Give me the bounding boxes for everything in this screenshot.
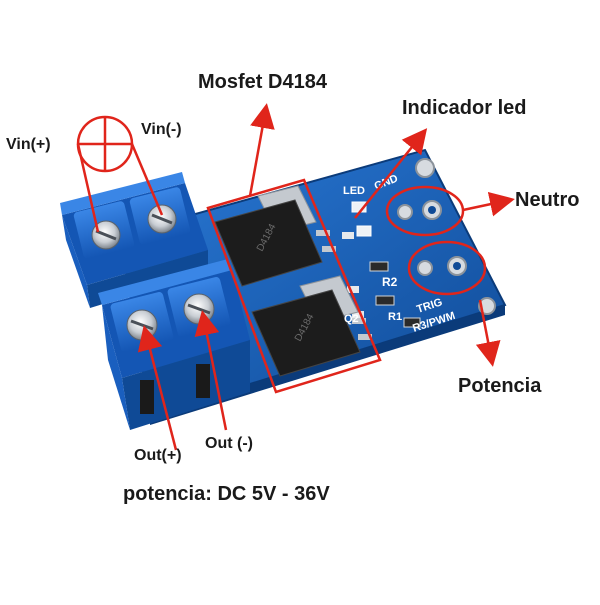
resistor-r1 — [375, 295, 395, 306]
label-out-minus: Out (-) — [205, 435, 253, 452]
arrow-out-plus — [137, 325, 178, 451]
mosfet-q1: D4184 — [214, 185, 336, 287]
label-vin-plus: Vin(+) — [6, 136, 51, 153]
silk-r2: R2 — [382, 275, 398, 289]
label-led: Indicador led — [402, 97, 527, 119]
power-symbol-icon — [76, 115, 134, 173]
label-neutro: Neutro — [515, 189, 580, 211]
arrow-out-minus — [194, 310, 228, 431]
arrow-potencia — [475, 299, 501, 367]
mosfet-q2: D4184 — [251, 275, 372, 377]
mosfet-highlight-box — [206, 178, 382, 394]
potencia-circle — [407, 240, 487, 296]
label-power-range: potencia: DC 5V - 36V — [123, 483, 330, 505]
neutro-circle — [385, 185, 465, 237]
label-potencia: Potencia — [458, 375, 542, 397]
arrow-vin-minus — [130, 143, 164, 216]
header-pad-2 — [397, 204, 413, 220]
silk-r1: R1 — [388, 311, 402, 323]
label-mosfet: Mosfet D4184 — [198, 71, 327, 93]
arrow-neutro — [462, 191, 515, 217]
silk-led: LED — [343, 185, 365, 197]
arrow-vin-plus — [76, 143, 100, 233]
label-vin-minus: Vin(-) — [141, 121, 182, 138]
arrow-led — [354, 128, 428, 219]
label-out-plus: Out(+) — [134, 447, 182, 464]
header-pad-4 — [417, 260, 433, 276]
silk-q2: Q2 — [344, 313, 359, 325]
arrow-mosfet — [248, 103, 275, 197]
resistor-r2 — [369, 261, 389, 272]
annotation-arrows — [76, 103, 515, 451]
